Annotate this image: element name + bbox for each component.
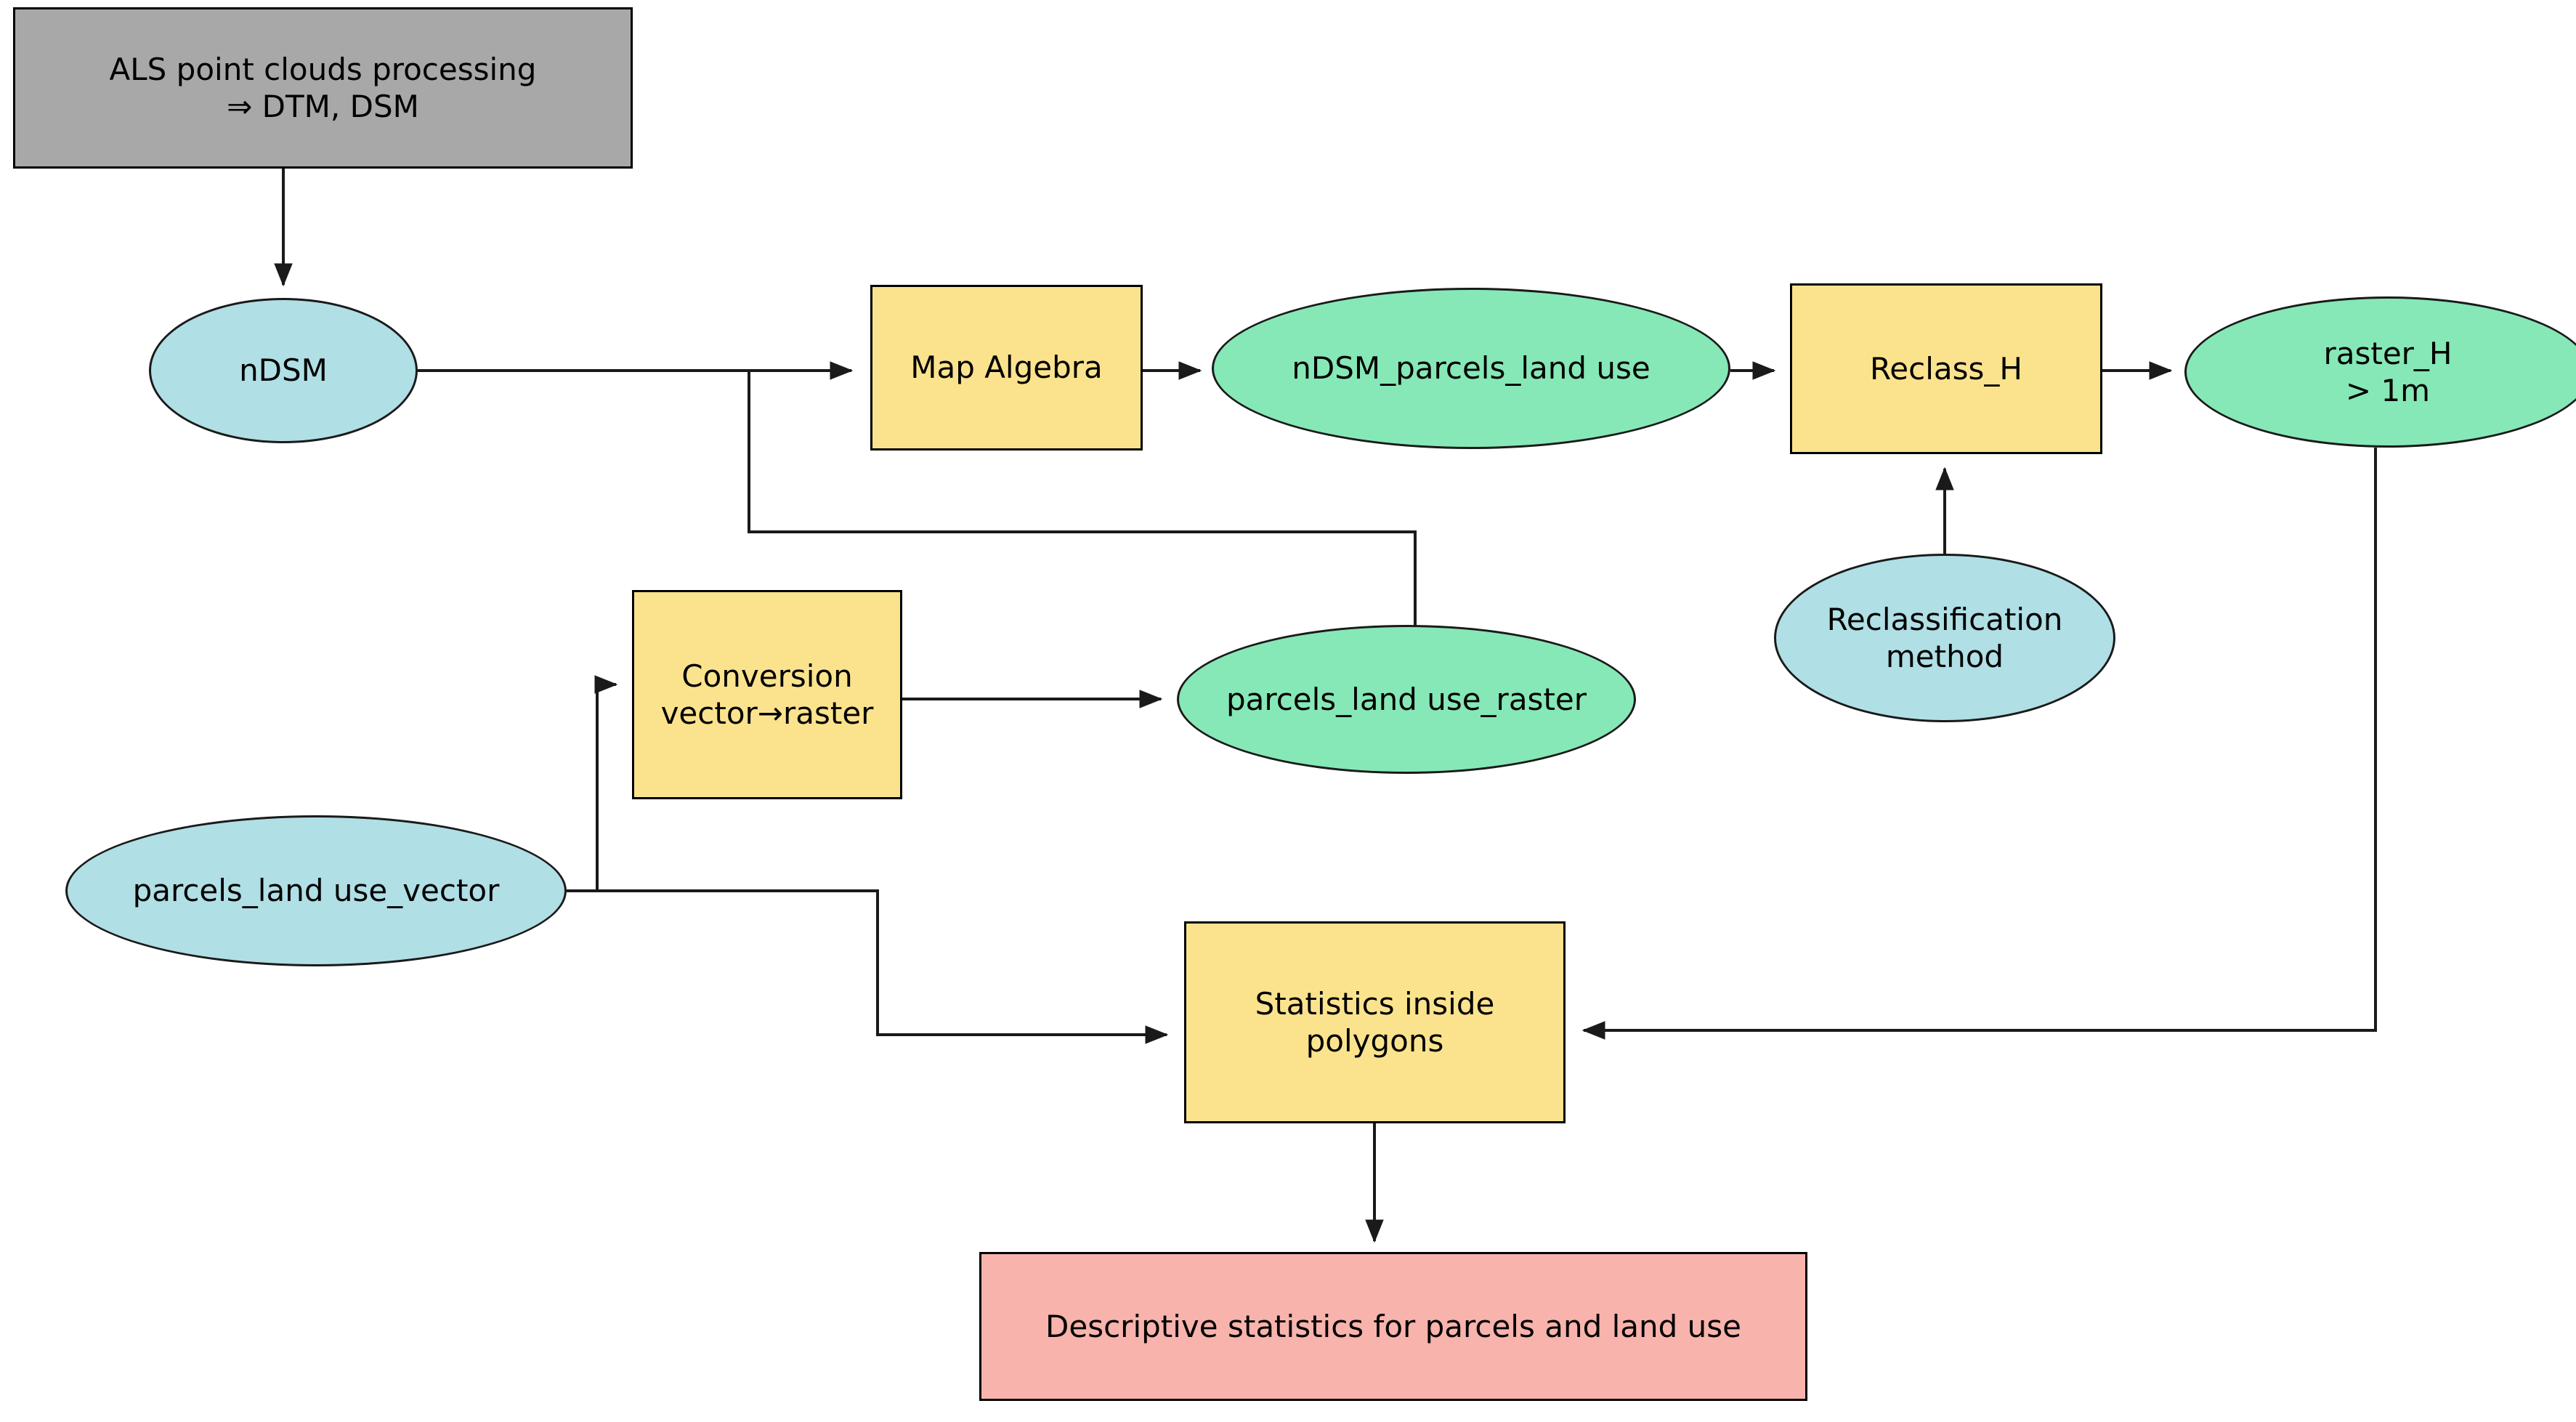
- node-map-algebra[interactable]: Map Algebra: [870, 285, 1143, 451]
- node-label-statistics-inside-polygons: Statistics inside polygons: [1255, 985, 1495, 1059]
- node-ndsm[interactable]: nDSM: [149, 298, 418, 443]
- edge-vector-to-conversion: [567, 675, 618, 892]
- node-label-map-algebra: Map Algebra: [910, 350, 1103, 386]
- node-label-ndsm-parcels-land-use: nDSM_parcels_land use: [1292, 350, 1650, 387]
- node-conversion-vector-to-raster[interactable]: Conversion vector→raster: [632, 590, 902, 799]
- node-label-descriptive-statistics-result: Descriptive statistics for parcels and l…: [1045, 1308, 1741, 1344]
- edge-vector-to-statistics: [597, 889, 1169, 1044]
- node-statistics-inside-polygons[interactable]: Statistics inside polygons: [1184, 921, 1566, 1123]
- node-als-point-clouds-processing[interactable]: ALS point clouds processing ⇒ DTM, DSM: [13, 7, 633, 169]
- node-reclassification-method[interactable]: Reclassification method: [1774, 554, 2115, 722]
- node-parcels-land-use-vector[interactable]: parcels_land use_vector: [65, 815, 567, 966]
- node-reclass-h[interactable]: Reclass_H: [1790, 283, 2102, 454]
- node-parcels-land-use-raster[interactable]: parcels_land use_raster: [1177, 625, 1636, 774]
- node-label-parcels-land-use-vector: parcels_land use_vector: [132, 873, 500, 909]
- node-label-parcels-land-use-raster: parcels_land use_raster: [1226, 681, 1587, 717]
- node-raster-h-gt-1m[interactable]: raster_H > 1m: [2184, 296, 2576, 448]
- node-label-raster-h-gt-1m: raster_H > 1m: [2323, 335, 2453, 408]
- node-label-conversion-vector-to-raster: Conversion vector→raster: [660, 658, 874, 731]
- edge-raster-h-to-statistics: [1581, 448, 2377, 1040]
- node-descriptive-statistics-result[interactable]: Descriptive statistics for parcels and l…: [979, 1252, 1807, 1401]
- node-label-reclassification-method: Reclassification method: [1826, 601, 2063, 674]
- node-label-reclass-h: Reclass_H: [1870, 350, 2022, 387]
- node-ndsm-parcels-land-use[interactable]: nDSM_parcels_land use: [1212, 288, 1730, 449]
- node-label-ndsm: nDSM: [239, 352, 328, 389]
- node-label-als-point-clouds-processing: ALS point clouds processing ⇒ DTM, DSM: [109, 51, 537, 124]
